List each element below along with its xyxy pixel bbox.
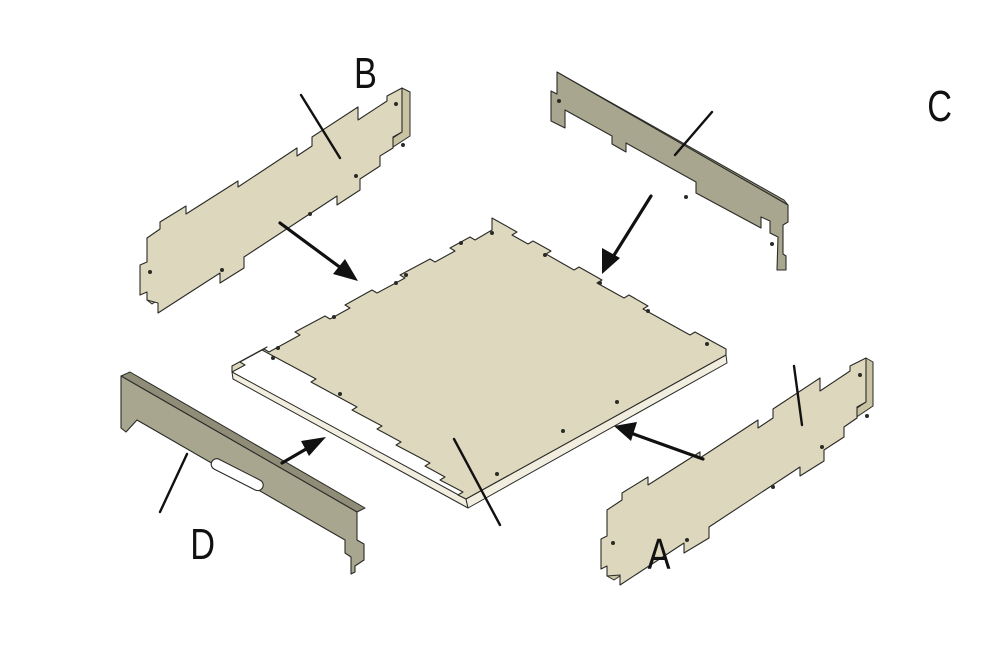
arrow-head-b-bottom-right [614,422,637,441]
leader-b-top-left [299,93,342,160]
leader-d [158,452,189,514]
arrow-b-top-left-to-base [278,221,347,273]
leader-lines [158,93,804,527]
label-a: A [648,530,671,579]
part-a-top-face [231,217,727,500]
arrow-head-c [602,248,620,274]
part-c-back-panel [550,71,789,271]
label-d: D [190,520,215,569]
leader-b-bottom-right [792,364,804,427]
part-b-top-left-panel [139,87,411,314]
arrow-head-d [301,437,326,456]
part-labels: B C B D A [190,49,952,579]
part-a-base-panel [231,217,728,509]
part-d-front-panel [120,371,366,575]
part-d-thickness [120,371,366,513]
assembly-arrows [278,194,705,465]
arrow-b-bottom-right-to-base [626,430,705,461]
arrow-c-to-base [609,194,653,262]
label-c: C [927,82,952,131]
label-b-top-left: B [354,49,377,98]
leader-a [452,437,502,527]
part-c-face [550,71,789,271]
arrow-head-b-top-left [333,259,358,281]
leader-c [673,110,714,157]
part-b-top-left-face [139,87,403,314]
part-d-handle-slot [210,458,264,492]
